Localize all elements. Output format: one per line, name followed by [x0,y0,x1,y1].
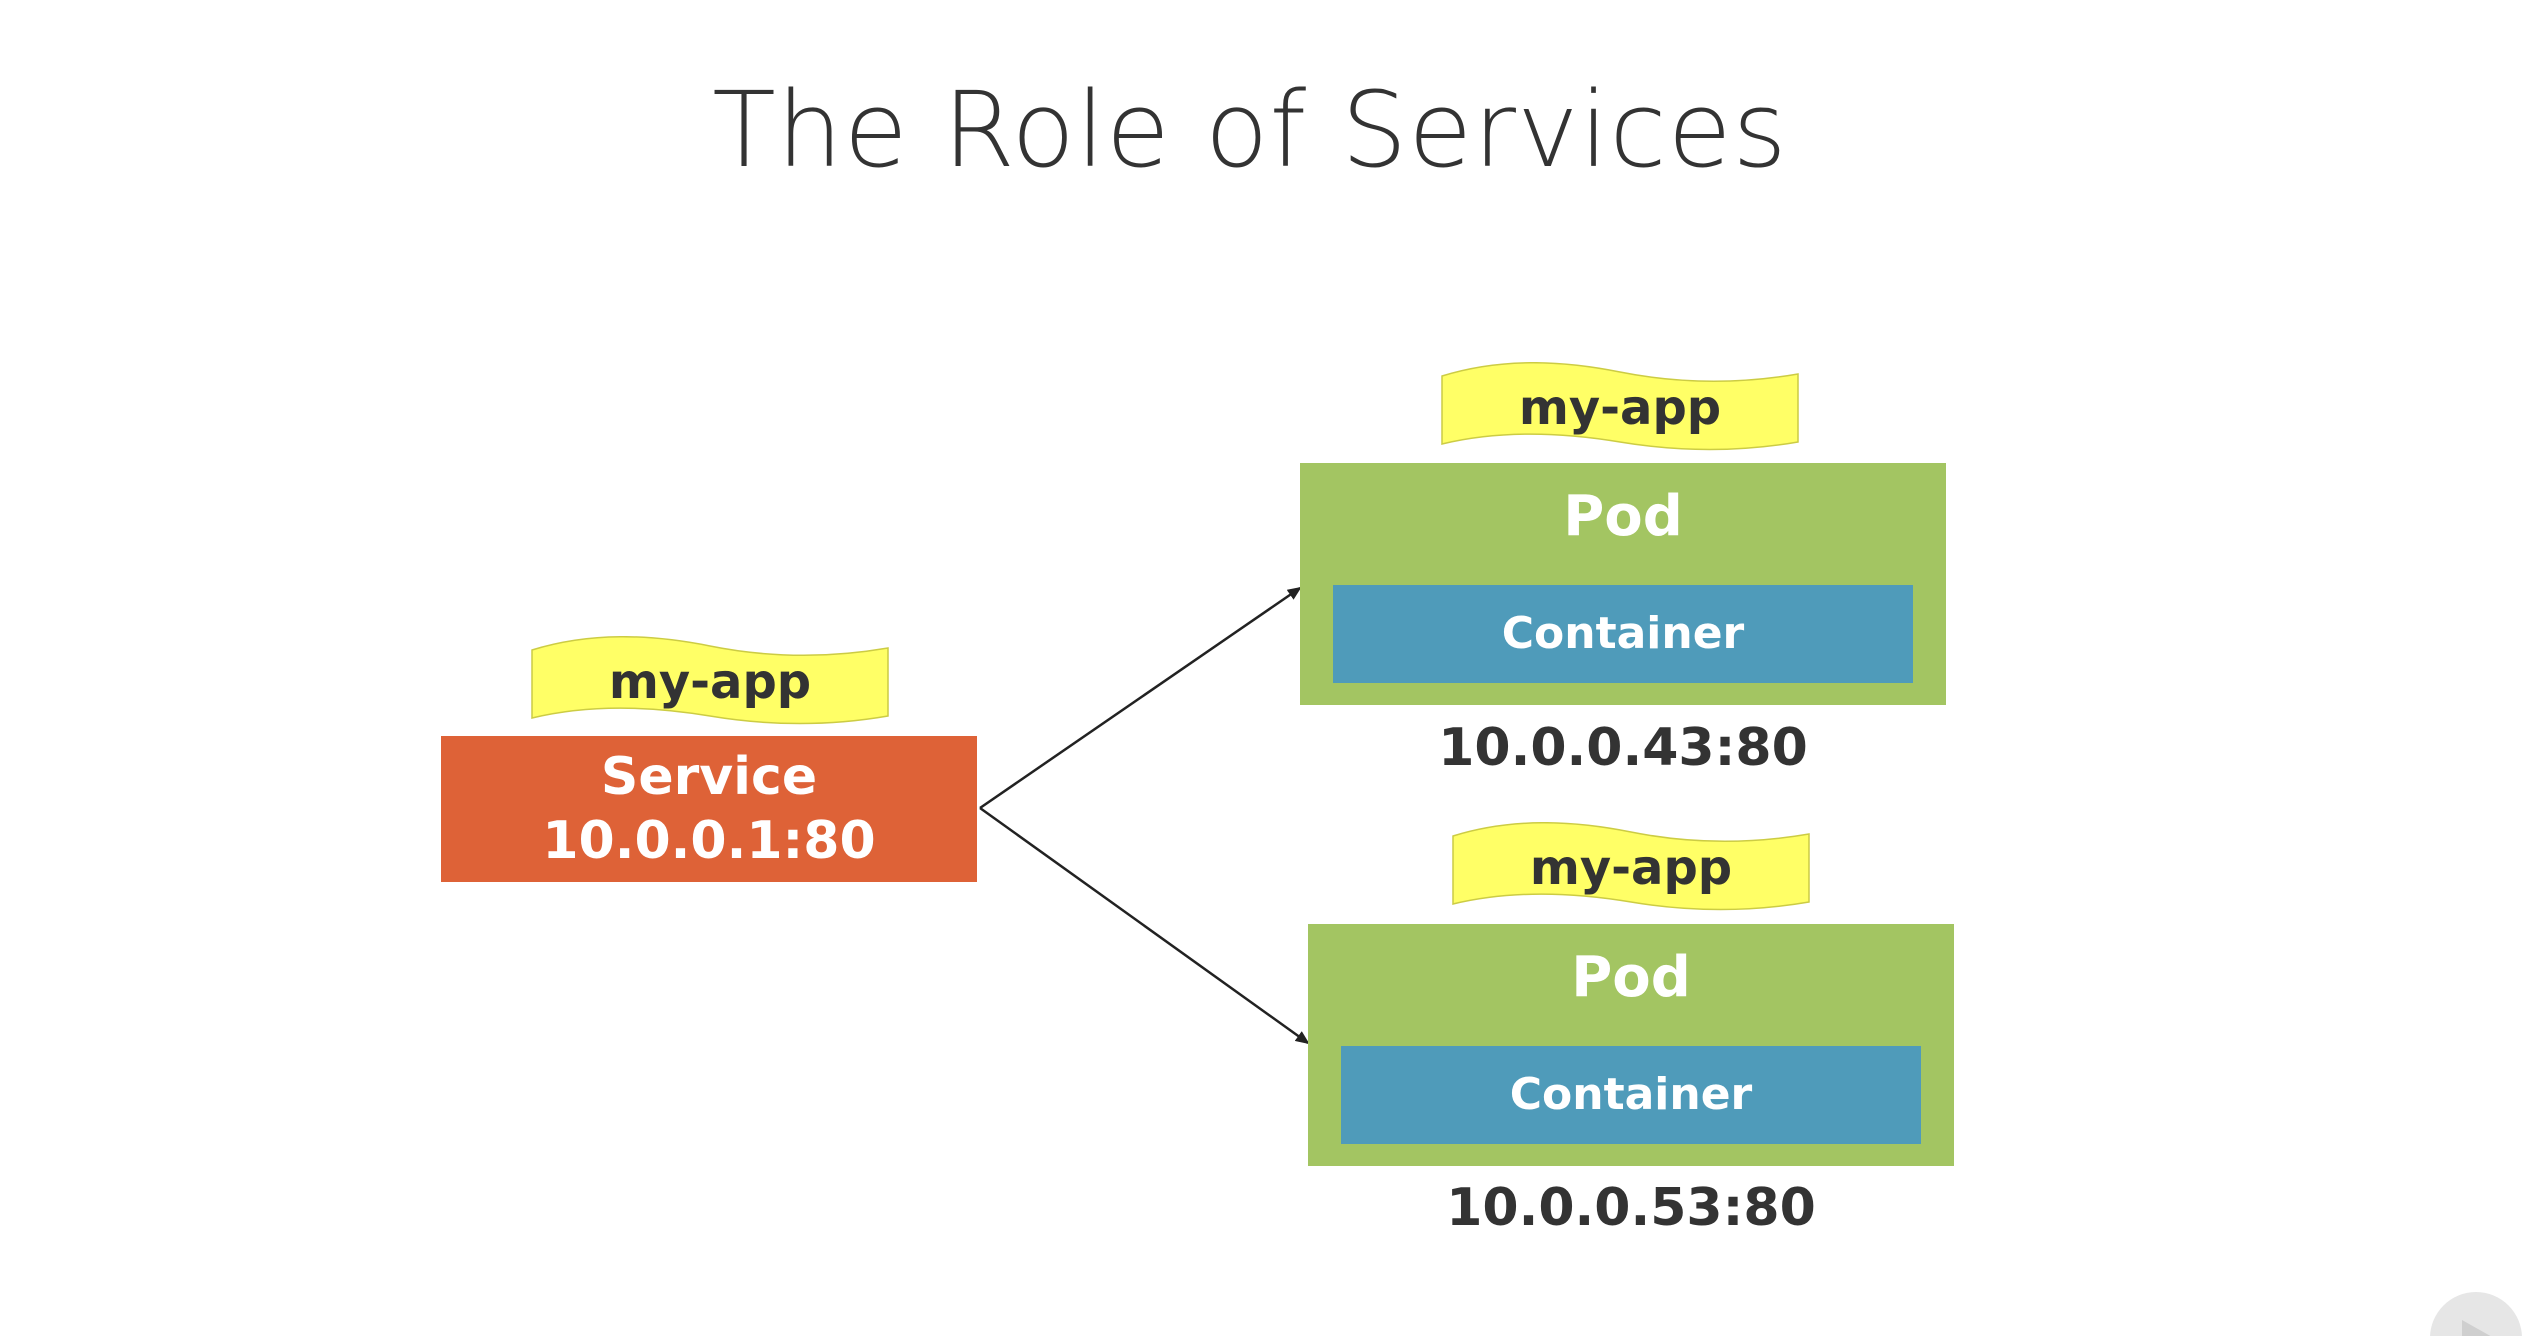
service-address: 10.0.0.1:80 [542,811,876,871]
service-label-text: my-app [608,654,812,710]
arrow-to-pod-2 [979,806,1310,1045]
label-flag-shape [1441,362,1799,451]
pod-2-box: Pod Container [1308,924,1954,1166]
pod-1-address: 10.0.0.43:80 [1438,718,1808,778]
service-box: Service 10.0.0.1:80 [441,736,977,882]
label-flag-shape [1452,822,1810,911]
pod-2-label-text: my-app [1529,840,1733,896]
service-label-tag: my-app [530,636,890,728]
pod-1-title: Pod [1563,484,1683,549]
label-flag-shape [531,636,889,725]
pod-1-label-text: my-app [1518,380,1722,436]
pod-2-container: Container [1341,1046,1921,1144]
play-logo-shape [2430,1292,2522,1336]
pod-2-title: Pod [1571,945,1691,1010]
pod-1-label-tag: my-app [1440,362,1800,454]
arrow-to-pod-1 [979,586,1302,810]
slide-title: The Role of Services [712,69,1788,191]
pod-1-container: Container [1333,585,1913,683]
pod-2-label-tag: my-app [1451,822,1811,914]
pod-2-address: 10.0.0.53:80 [1446,1178,1816,1238]
service-name: Service [600,747,818,807]
play-logo-icon [2428,1290,2524,1336]
pod-1-box: Pod Container [1300,463,1946,705]
